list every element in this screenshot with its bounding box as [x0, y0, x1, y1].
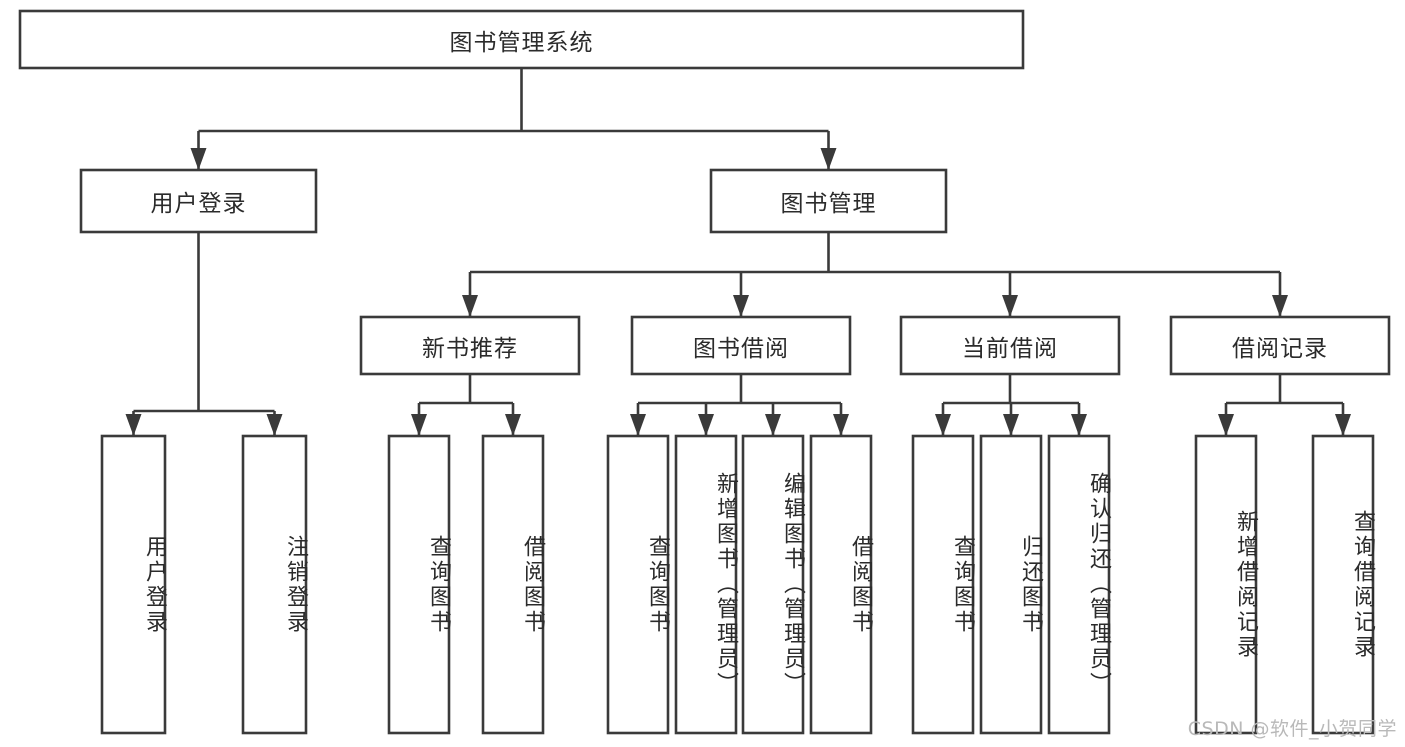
node-leaf-新增借阅记录[interactable]	[1194, 434, 1258, 735]
node-l2-图书管理[interactable]	[709, 168, 948, 234]
arrow-head-icon	[935, 414, 951, 436]
node-leaf-用户登录[interactable]	[100, 434, 167, 735]
arrow-head-icon	[630, 414, 646, 436]
node-root-图书管理系统[interactable]	[18, 9, 1025, 70]
node-l3-图书借阅[interactable]	[630, 315, 852, 376]
arrow-head-icon	[733, 295, 749, 317]
arrow-head-icon	[266, 414, 283, 436]
node-l3-当前借阅[interactable]	[899, 315, 1121, 376]
arrow-head-icon	[1002, 295, 1018, 317]
connector-layer	[125, 68, 1351, 436]
arrow-head-icon	[1071, 414, 1087, 436]
node-leaf-编辑图书管理员[interactable]	[741, 434, 805, 735]
node-leaf-查询借阅记录[interactable]	[1311, 434, 1375, 735]
node-box-layer	[18, 9, 1391, 735]
arrow-head-icon	[1218, 414, 1234, 436]
node-leaf-查询图书[interactable]	[387, 434, 451, 735]
arrow-head-icon	[765, 414, 781, 436]
arrow-head-icon	[125, 414, 142, 436]
node-leaf-查询图书[interactable]	[911, 434, 975, 735]
node-l2-用户登录[interactable]	[79, 168, 318, 234]
arrow-head-icon	[1335, 414, 1351, 436]
node-l3-新书推荐[interactable]	[359, 315, 581, 376]
arrow-head-icon	[820, 148, 837, 170]
arrow-head-icon	[833, 414, 849, 436]
arrow-head-icon	[462, 295, 478, 317]
arrow-head-icon	[411, 414, 427, 436]
arrow-head-icon	[698, 414, 714, 436]
node-leaf-借阅图书[interactable]	[481, 434, 545, 735]
node-leaf-查询图书[interactable]	[606, 434, 670, 735]
arrow-head-icon	[1272, 295, 1288, 317]
node-l3-借阅记录[interactable]	[1169, 315, 1391, 376]
arrow-head-icon	[505, 414, 521, 436]
node-leaf-确认归还管理员[interactable]	[1047, 434, 1111, 735]
node-leaf-新增图书管理员[interactable]	[674, 434, 738, 735]
node-leaf-注销登录[interactable]	[241, 434, 308, 735]
arrow-head-icon	[190, 148, 207, 170]
node-leaf-归还图书[interactable]	[979, 434, 1043, 735]
arrow-head-icon	[1003, 414, 1019, 436]
node-leaf-借阅图书[interactable]	[809, 434, 873, 735]
